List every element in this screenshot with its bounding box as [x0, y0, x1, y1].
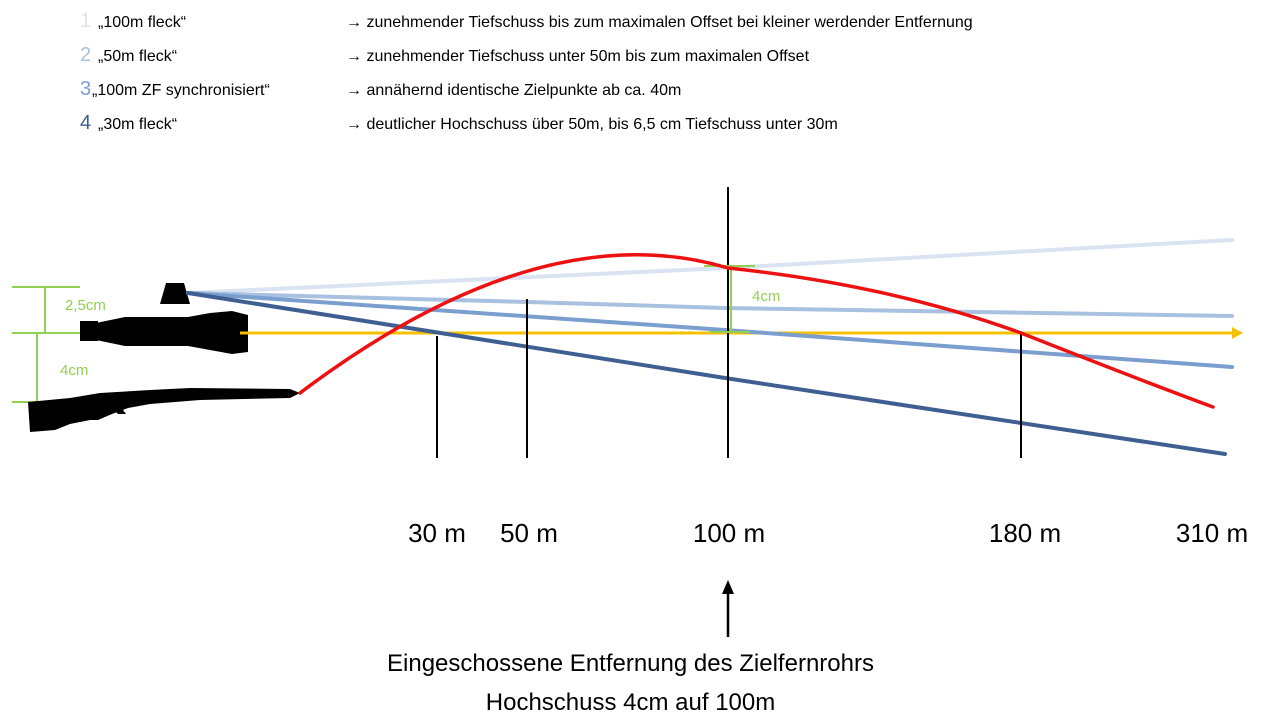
bullet-trajectory	[298, 253, 1215, 409]
legend-description: → deutlicher Hochschuss über 50m, bis 6,…	[346, 116, 838, 133]
legend-name: „100m ZF synchronisiert“	[92, 82, 270, 99]
distance-label-310m: 310 m	[1175, 518, 1249, 548]
barrel-offset-label: 4cm	[60, 362, 88, 379]
legend: 1 „100m fleck“ → zunehmender Tiefschuss …	[0, 0, 1261, 150]
legend-number: 3	[80, 78, 92, 100]
caption-line-1: Eingeschossene Entfernung des Zielfernro…	[387, 650, 874, 677]
sight-line-3	[186, 291, 1234, 369]
distance-label-100m: 100 m	[692, 518, 766, 548]
distance-label-50m: 50 m	[500, 518, 558, 548]
sight-line-4	[186, 291, 1227, 456]
legend-name: „30m fleck“	[98, 116, 178, 133]
legend-number: 4	[80, 112, 92, 134]
legend-item-1: 1 „100m fleck“ → zunehmender Tiefschuss …	[0, 6, 1261, 36]
distance-label-180m: 180 m	[988, 518, 1062, 548]
distance-label-30m: 30 m	[408, 518, 466, 548]
caption-arrow-icon	[722, 580, 734, 637]
legend-description: → annähernd identische Zielpunkte ab ca.…	[346, 82, 682, 99]
legend-description: → zunehmender Tiefschuss bis zum maximal…	[346, 14, 973, 31]
legend-name: „50m fleck“	[98, 48, 178, 65]
legend-name: „100m fleck“	[98, 14, 187, 31]
sight-line-arrowhead	[1232, 327, 1243, 339]
peak-offset-bracket	[704, 265, 755, 333]
scope-offset-bracket	[12, 286, 80, 333]
legend-number: 1	[80, 10, 92, 32]
peak-offset-label: 4cm	[752, 288, 780, 305]
rifle-icon	[28, 388, 300, 432]
legend-item-2: 2 „50m fleck“ → zunehmender Tiefschuss u…	[0, 40, 1261, 70]
scope-offset-label: 2,5cm	[65, 297, 106, 314]
rifle-scope-icon	[80, 283, 248, 354]
sight-line-2	[186, 291, 1234, 318]
caption-line-2: Hochschuss 4cm auf 100m	[485, 689, 776, 716]
legend-number: 2	[80, 44, 92, 66]
legend-item-4: 4 „30m fleck“ → deutlicher Hochschuss üb…	[0, 108, 1261, 138]
legend-item-3: 3 „100m ZF synchronisiert“ → annähernd i…	[0, 74, 1261, 104]
legend-description: → zunehmender Tiefschuss unter 50m bis z…	[346, 48, 810, 65]
